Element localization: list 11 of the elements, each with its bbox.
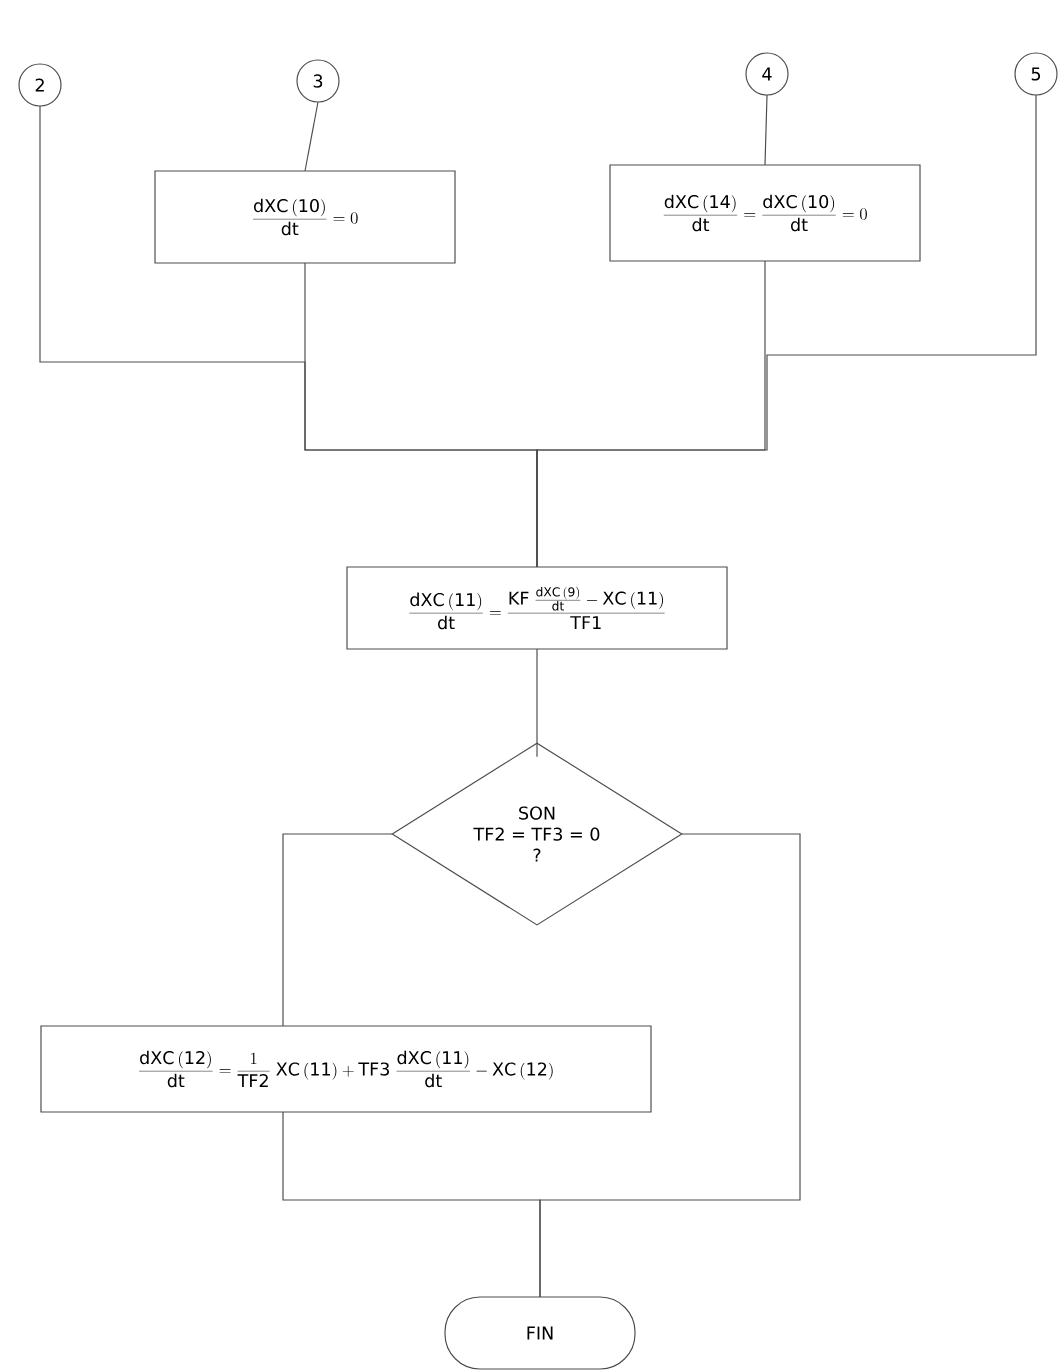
process-box: $\frac{\mathrm{dXC\,(11)}}{\mathrm{dt}} = \frac{\mathrm{KF}\;\frac{\mathrm{dXC\,(9)}}{\mathrm{dt}} - \mathrm{XC\,(11)}}{\mathrm{TF1}}$ [346, 566, 728, 650]
connector-line [536, 94, 1037, 568]
process-box: $\frac{\mathrm{dXC\,(10)}}{\mathrm{dt}} = 0$ [154, 170, 456, 264]
process-box: $\frac{\mathrm{dXC\,(12)}}{\mathrm{dt}} = \frac{1}{\mathrm{TF2}}\;\mathrm{XC\,(11)} + \mathrm{TF3}\;\frac{\mathrm{dXC\,(11)}}{\mathrm{dt}} - \mathrm{XC\,(12)}$ [40, 1025, 652, 1113]
terminal-box: FIN [444, 1296, 636, 1370]
connector-line [304, 101, 319, 172]
connector-line [539, 833, 801, 1298]
connector-line [282, 833, 393, 1027]
process-box: $\frac{\mathrm{dXC\,(14)}}{\mathrm{dt}} = \frac{\mathrm{dXC\,(10)}}{\mathrm{dt}} = 0$ [609, 164, 921, 262]
connector-line [764, 94, 768, 166]
connector-line [536, 648, 538, 758]
